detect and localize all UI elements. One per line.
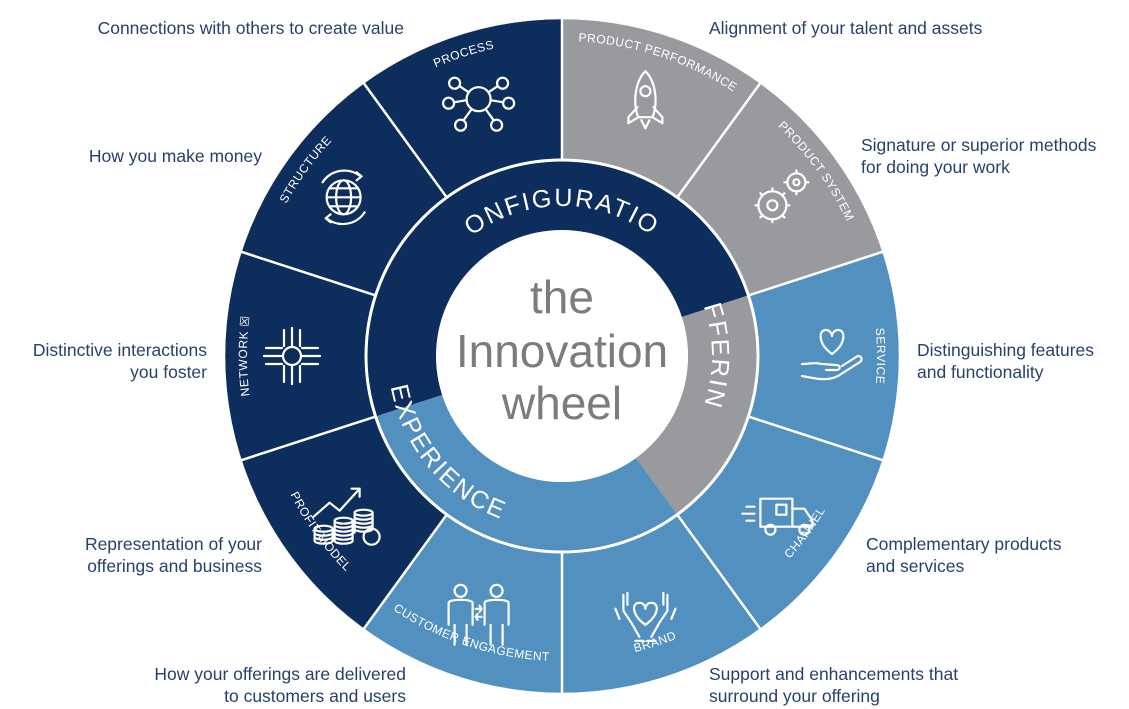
ring-experience (375, 394, 678, 553)
segment-divider (241, 415, 376, 462)
center-title-line-1: the (530, 271, 594, 323)
description-process: for doing your work (861, 157, 1010, 177)
segment-icons (262, 70, 863, 646)
description-brand: offerings and business (87, 556, 262, 576)
segment-divider (676, 82, 762, 199)
rocket-icon (627, 70, 664, 130)
heart-in-hand-icon (800, 328, 863, 381)
description-product-system: Complementary products (866, 534, 1062, 554)
people-exchange-icon (447, 583, 510, 646)
description-brand: Representation of your (85, 534, 262, 554)
ring-outline (364, 158, 760, 554)
wheel-outline (224, 18, 900, 694)
segment-channel (677, 416, 883, 629)
segment-dividers (224, 18, 900, 694)
center-circle (436, 230, 688, 482)
center-title-line-2: Innovation (456, 325, 668, 377)
process-network-icon (442, 76, 516, 132)
description-customer-engagement: Distinctive interactions (33, 340, 207, 360)
delivery-truck-icon (741, 497, 814, 536)
connected-hands-icon (262, 326, 322, 386)
segment-divider (748, 415, 883, 462)
description-network: Connections with others to create value (98, 18, 404, 38)
segment-divider (362, 82, 448, 199)
description-service: surround your offering (709, 686, 880, 706)
globe-cycle-icon (321, 169, 366, 226)
coins-growth-icon (312, 487, 381, 546)
description-structure: Alignment of your talent and assets (709, 18, 983, 38)
segment-process (363, 19, 562, 198)
description-channel: How your offerings are delivered (154, 664, 406, 684)
segment-divider (241, 250, 376, 297)
description-process: Signature or superior methods (861, 135, 1097, 155)
description-product-system: and services (866, 556, 964, 576)
description-product-performance: Distinguishing features (917, 340, 1094, 360)
segment-customer-engagement (363, 514, 562, 693)
segment-service (748, 251, 900, 461)
segment-label-service: SERVICE (873, 327, 888, 385)
gears-icon (754, 169, 810, 224)
center-title-line-3: wheel (501, 377, 622, 429)
segment-label-network: NETWORK ☒ (236, 315, 253, 397)
description-product-performance: and functionality (917, 362, 1044, 382)
segment-brand (562, 514, 761, 693)
hands-heart-icon (614, 591, 677, 642)
ring-configuration (366, 160, 749, 417)
description-service: Support and enhancements that (709, 664, 958, 684)
segment-divider (748, 250, 883, 297)
description-channel: to customers and users (224, 686, 406, 706)
segment-descriptions: Connections with others to create value A… (33, 18, 1097, 706)
segment-product-performance (562, 19, 761, 198)
segment-divider (362, 513, 448, 630)
segment-product-system (677, 83, 883, 296)
description-profit-model: How you make money (89, 146, 262, 166)
segment-divider (676, 513, 762, 630)
description-customer-engagement: you foster (130, 362, 207, 382)
